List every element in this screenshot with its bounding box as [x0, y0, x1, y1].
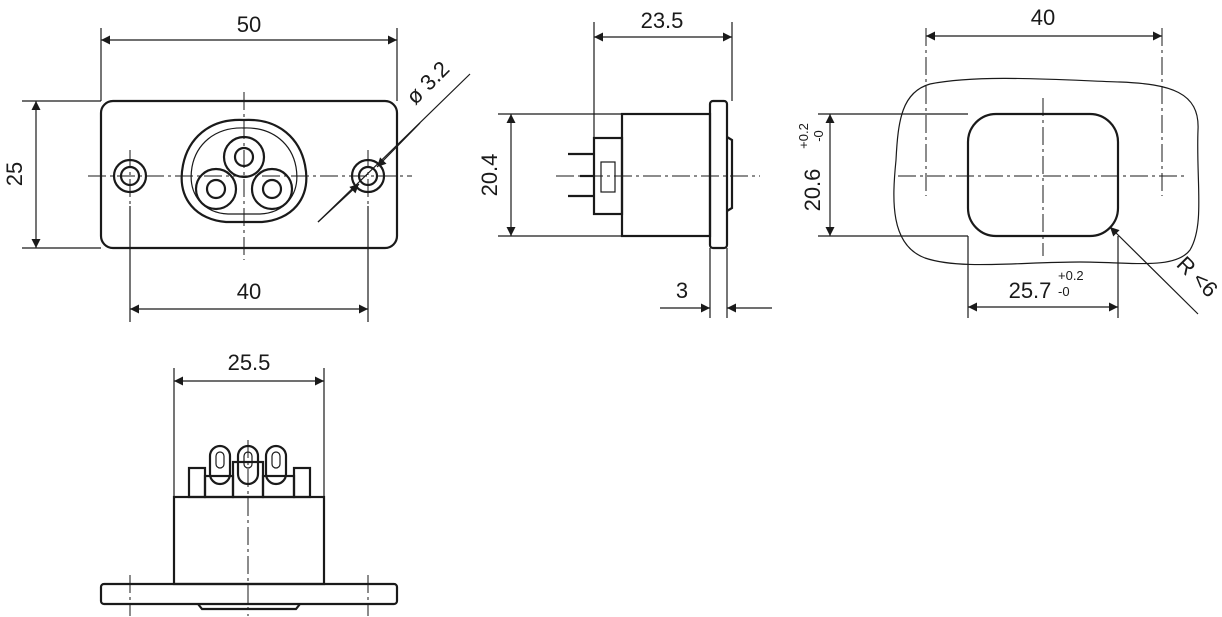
- front-view: 50 25 40 ø 3.2: [2, 12, 471, 322]
- side-flange: [708, 99, 729, 250]
- cutout-height-tol-lower: -0: [811, 130, 826, 142]
- cutout-width-tol-upper: +0.2: [1058, 268, 1084, 283]
- side-view: 23.5 20.4 3: [477, 8, 772, 318]
- bottom-terminal-right: [264, 444, 288, 486]
- bottom-body: [172, 495, 326, 586]
- front-flange-outline: [99, 99, 399, 250]
- front-width-label: 50: [237, 12, 261, 37]
- cutout-radius-label: R <6: [1172, 251, 1222, 302]
- cutout-hole-spacing-label: 40: [1031, 5, 1055, 30]
- bottom-width-label: 25.5: [228, 350, 271, 375]
- front-hole-diameter-label: ø 3.2: [401, 56, 454, 109]
- front-height-label: 25: [2, 162, 27, 186]
- side-body: [620, 112, 712, 238]
- bottom-view: 25.5: [99, 350, 399, 616]
- cutout-panel-break: [893, 77, 1200, 266]
- front-hole-spacing-label: 40: [237, 279, 261, 304]
- bottom-flange: [99, 582, 399, 606]
- cutout-width-tol-lower: -0: [1058, 284, 1070, 299]
- cutout-view: 40 20.6 +0.2 -0 25.7 +0.2 -0 R <6: [796, 5, 1222, 318]
- side-depth-label: 23.5: [641, 8, 684, 33]
- bottom-terminal-left: [208, 444, 232, 486]
- cutout-height-tol-upper: +0.2: [796, 123, 811, 149]
- cutout-width-label: 25.7: [1009, 278, 1052, 303]
- cutout-height-label: 20.6: [800, 169, 825, 212]
- side-height-label: 20.4: [477, 154, 502, 197]
- side-flange-thickness-label: 3: [676, 278, 688, 303]
